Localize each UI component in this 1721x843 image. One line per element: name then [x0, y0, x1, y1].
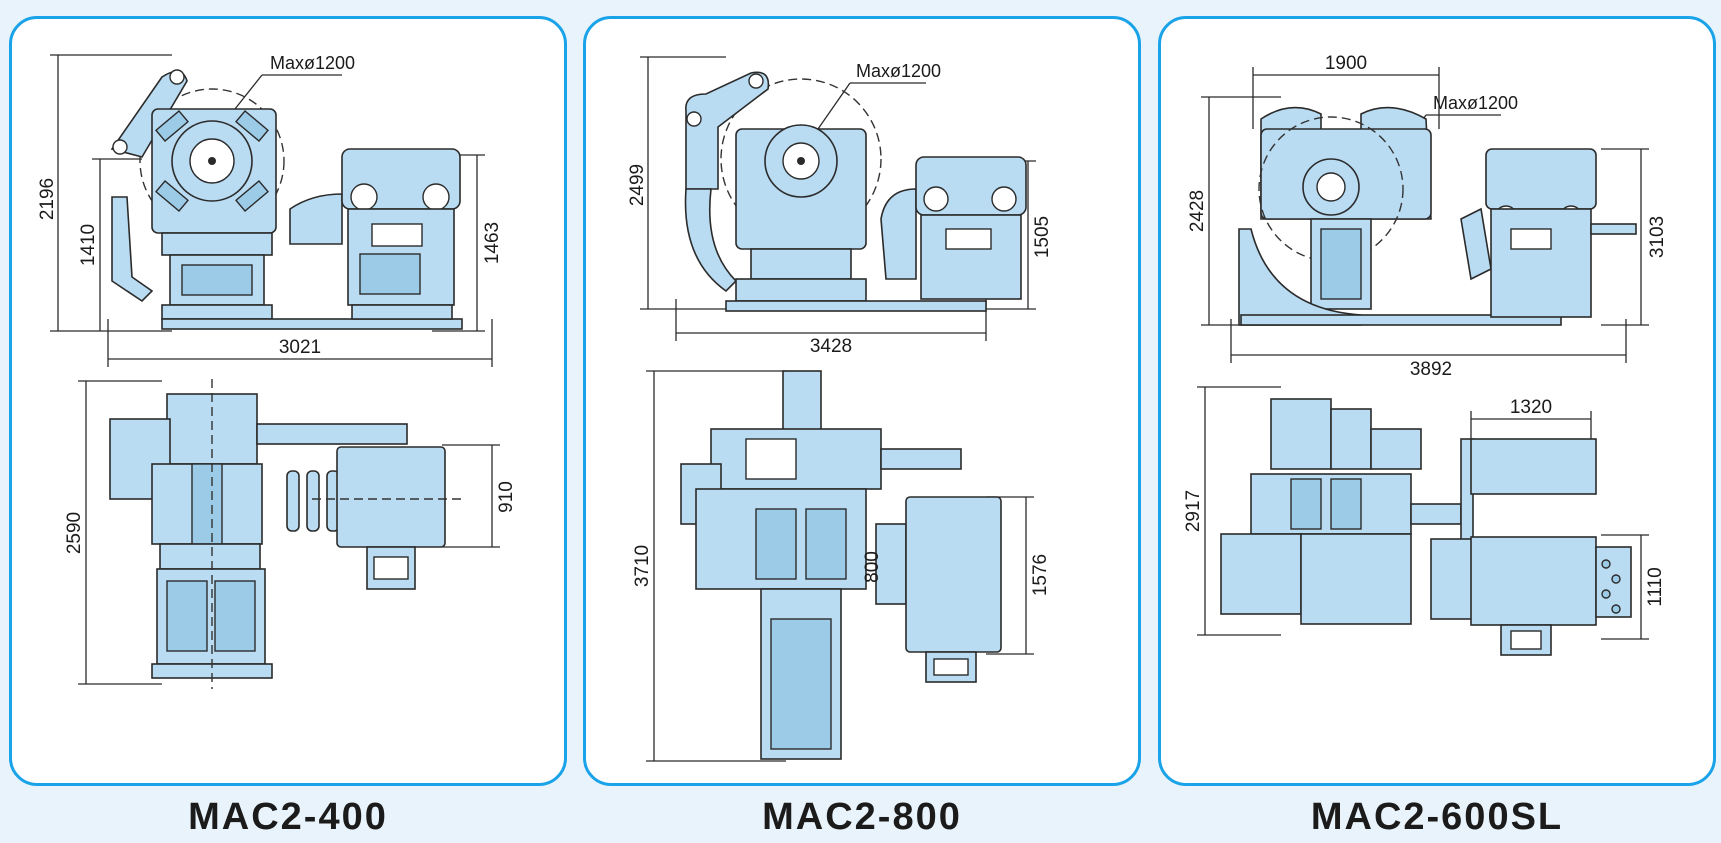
feeder-head — [1485, 148, 1597, 210]
panel-mac2-800: 2499 1505 3428 Maxø1200 3710 800 1576 — [583, 16, 1141, 786]
dim-top-length: 2590 — [64, 512, 85, 554]
dim-top-feeder-width: 1576 — [1030, 554, 1051, 596]
panel-mac2-400: 2196 1410 1463 3021 Maxø1200 2590 910 — [9, 16, 567, 786]
model-title-mac2-800: MAC2-800 — [762, 796, 962, 838]
dim-height-feeder: 1463 — [482, 222, 503, 264]
coil-diameter-label: Maxø1200 — [856, 61, 941, 81]
dimension-lines-side — [640, 56, 1036, 341]
uncoiler-arm — [685, 71, 770, 190]
model-title-mac2-600sl: MAC2-600SL — [1310, 796, 1564, 838]
coil-car — [111, 196, 154, 303]
dim-top-length: 3710 — [632, 545, 653, 587]
coil-diameter-label: Maxø1200 — [1433, 93, 1518, 113]
feeder-plate — [289, 193, 343, 245]
dim-height-feeder: 1505 — [1032, 216, 1053, 258]
dimension-lines-top — [646, 370, 1034, 762]
dim-height-feeder: 3103 — [1647, 216, 1668, 258]
model-title-mac2-400: MAC2-400 — [188, 796, 388, 838]
coil-outline — [720, 78, 882, 240]
drawing-mac2-600sl: 1900 2428 3103 3892 Maxø1200 1320 2917 1… — [1183, 53, 1668, 656]
dim-height-total: 2428 — [1187, 190, 1208, 232]
dimension-lines-top — [1197, 386, 1649, 640]
dim-top-feeder-width: 910 — [496, 481, 517, 513]
panel-mac2-600sl: 1900 2428 3103 3892 Maxø1200 1320 2917 1… — [1158, 16, 1716, 786]
dim-top-width: 1320 — [1510, 397, 1552, 418]
dim-top-inner-width: 800 — [862, 551, 883, 583]
dim-length: 3428 — [810, 336, 852, 357]
drawing-mac2-800: 2499 1505 3428 Maxø1200 3710 800 1576 — [627, 56, 1053, 762]
dimension-lines-top — [78, 380, 500, 685]
drawing-mac2-400: 2196 1410 1463 3021 Maxø1200 2590 910 — [37, 53, 517, 689]
dim-height-total: 2499 — [627, 164, 648, 206]
dim-height-total: 2196 — [37, 178, 58, 220]
dim-top-length: 2917 — [1183, 490, 1204, 532]
dim-length: 3021 — [279, 337, 321, 358]
dim-height-mid: 1410 — [78, 224, 99, 266]
dim-length: 3892 — [1410, 359, 1452, 380]
coil-diameter-label: Maxø1200 — [270, 53, 355, 73]
dim-top-feeder-width: 1110 — [1645, 567, 1666, 606]
dim-width-top: 1900 — [1325, 53, 1367, 74]
